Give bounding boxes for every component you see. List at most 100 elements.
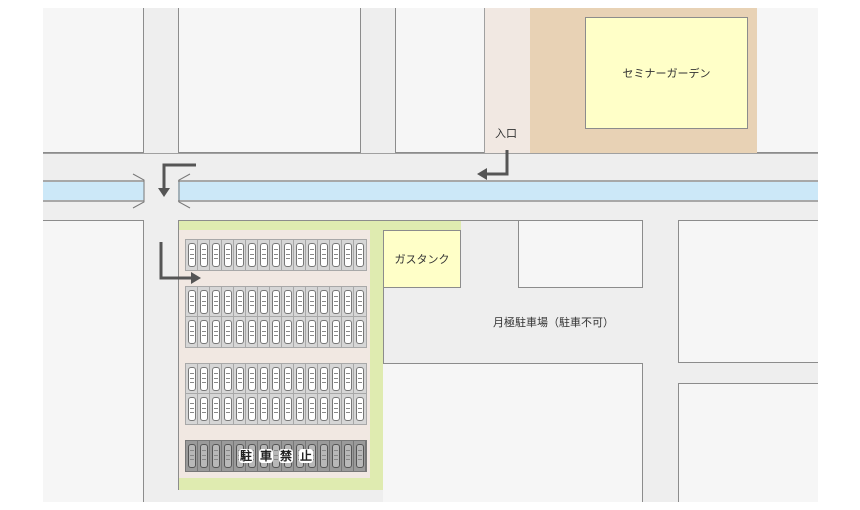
parking-stall[interactable] bbox=[306, 394, 318, 424]
parking-stall[interactable] bbox=[306, 287, 318, 317]
parking-stall[interactable] bbox=[198, 240, 210, 270]
parking-stall[interactable] bbox=[270, 240, 282, 270]
car-icon bbox=[236, 397, 244, 421]
parking-stall[interactable] bbox=[342, 240, 354, 270]
parking-stall[interactable] bbox=[246, 364, 258, 394]
parking-stall[interactable] bbox=[294, 287, 306, 317]
parking-stall[interactable] bbox=[354, 240, 366, 270]
parking-stall[interactable] bbox=[234, 287, 246, 317]
parking-stall[interactable] bbox=[234, 364, 246, 394]
parking-stall[interactable] bbox=[318, 240, 330, 270]
parking-stall[interactable] bbox=[246, 240, 258, 270]
car-icon bbox=[284, 397, 292, 421]
parking-stall[interactable] bbox=[306, 240, 318, 270]
parking-stall[interactable] bbox=[354, 364, 366, 394]
parking-stall[interactable] bbox=[318, 364, 330, 394]
parking-stall[interactable] bbox=[282, 287, 294, 317]
parking-stall-disabled bbox=[342, 441, 354, 471]
block-beside-monthly bbox=[518, 220, 643, 288]
parking-stall[interactable] bbox=[198, 317, 210, 347]
parking-stall[interactable] bbox=[306, 364, 318, 394]
parking-stall[interactable] bbox=[246, 317, 258, 347]
parking-stall[interactable] bbox=[258, 394, 270, 424]
parking-stall[interactable] bbox=[306, 317, 318, 347]
parking-stall[interactable] bbox=[222, 240, 234, 270]
car-icon bbox=[260, 367, 268, 391]
no-parking-char: 車 bbox=[258, 449, 273, 463]
parking-stall[interactable] bbox=[354, 287, 366, 317]
parking-stall[interactable] bbox=[234, 240, 246, 270]
parking-stall[interactable] bbox=[282, 317, 294, 347]
parking-stall[interactable] bbox=[186, 317, 198, 347]
parking-stall[interactable] bbox=[198, 287, 210, 317]
car-icon bbox=[260, 320, 268, 344]
car-icon bbox=[188, 367, 196, 391]
parking-stall[interactable] bbox=[210, 364, 222, 394]
parking-stall[interactable] bbox=[222, 317, 234, 347]
parking-stall[interactable] bbox=[198, 394, 210, 424]
parking-stall[interactable] bbox=[234, 394, 246, 424]
parking-stall[interactable] bbox=[258, 240, 270, 270]
car-icon bbox=[236, 367, 244, 391]
block-bottom-center bbox=[383, 364, 643, 502]
block-top-left bbox=[43, 8, 144, 153]
car-icon bbox=[248, 367, 256, 391]
car-icon bbox=[344, 397, 352, 421]
parking-stall[interactable] bbox=[330, 287, 342, 317]
parking-stall[interactable] bbox=[294, 394, 306, 424]
parking-stall[interactable] bbox=[282, 364, 294, 394]
parking-stall[interactable] bbox=[234, 317, 246, 347]
parking-stall[interactable] bbox=[330, 364, 342, 394]
parking-stall[interactable] bbox=[330, 240, 342, 270]
car-icon bbox=[320, 290, 328, 314]
parking-stall[interactable] bbox=[186, 364, 198, 394]
car-icon bbox=[356, 320, 364, 344]
parking-stall[interactable] bbox=[198, 364, 210, 394]
parking-stall[interactable] bbox=[318, 317, 330, 347]
parking-stall[interactable] bbox=[354, 394, 366, 424]
parking-stall[interactable] bbox=[342, 287, 354, 317]
parking-stall[interactable] bbox=[318, 287, 330, 317]
parking-stall[interactable] bbox=[270, 394, 282, 424]
parking-stall[interactable] bbox=[270, 287, 282, 317]
parking-stall[interactable] bbox=[246, 287, 258, 317]
parking-stall[interactable] bbox=[270, 317, 282, 347]
car-icon bbox=[212, 367, 220, 391]
parking-stall[interactable] bbox=[282, 240, 294, 270]
parking-stall[interactable] bbox=[318, 394, 330, 424]
parking-stall[interactable] bbox=[294, 364, 306, 394]
parking-stall[interactable] bbox=[258, 317, 270, 347]
car-icon bbox=[296, 397, 304, 421]
parking-stall[interactable] bbox=[186, 394, 198, 424]
parking-stall[interactable] bbox=[210, 240, 222, 270]
parking-stall[interactable] bbox=[294, 240, 306, 270]
parking-stall[interactable] bbox=[210, 317, 222, 347]
parking-stall[interactable] bbox=[282, 394, 294, 424]
parking-stall[interactable] bbox=[222, 394, 234, 424]
parking-stall[interactable] bbox=[210, 287, 222, 317]
parking-stall[interactable] bbox=[186, 240, 198, 270]
parking-stall[interactable] bbox=[222, 287, 234, 317]
seminar-garden-building[interactable]: セミナーガーデン bbox=[585, 17, 748, 129]
parking-stall[interactable] bbox=[342, 317, 354, 347]
parking-stall[interactable] bbox=[342, 364, 354, 394]
parking-stall[interactable] bbox=[246, 394, 258, 424]
parking-stall[interactable] bbox=[258, 287, 270, 317]
parking-stall[interactable] bbox=[330, 394, 342, 424]
car-icon bbox=[344, 444, 352, 468]
parking-stall[interactable] bbox=[270, 364, 282, 394]
parking-stall[interactable] bbox=[294, 317, 306, 347]
car-icon bbox=[332, 290, 340, 314]
parking-stall[interactable] bbox=[342, 394, 354, 424]
parking-stall[interactable] bbox=[330, 317, 342, 347]
no-parking-char: 禁 bbox=[279, 449, 294, 463]
parking-stall[interactable] bbox=[222, 364, 234, 394]
block-top-mid bbox=[395, 8, 485, 153]
parking-stall[interactable] bbox=[354, 317, 366, 347]
parking-stall[interactable] bbox=[210, 394, 222, 424]
no-parking-label: 駐 車 禁 止 bbox=[186, 441, 366, 471]
parking-stall[interactable] bbox=[186, 287, 198, 317]
seminar-garden-label: セミナーガーデン bbox=[622, 67, 711, 80]
parking-stall[interactable] bbox=[258, 364, 270, 394]
map-canvas: セミナーガーデン 入口 bbox=[43, 8, 818, 502]
